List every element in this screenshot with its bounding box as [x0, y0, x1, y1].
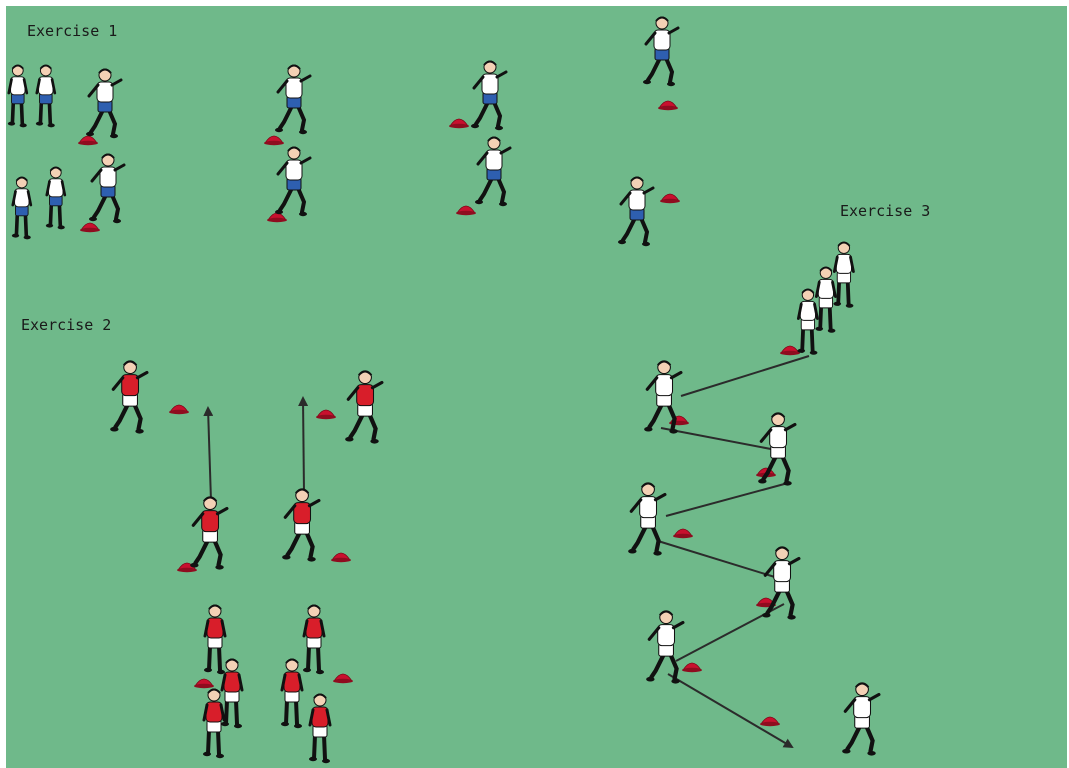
player-icon	[275, 64, 312, 135]
player-icon	[202, 688, 226, 759]
player-icon	[45, 166, 67, 230]
field-background	[6, 6, 1067, 768]
player-icon	[475, 136, 512, 207]
player-icon	[308, 693, 332, 764]
arrow-right-lane	[298, 396, 309, 494]
exercise1-label: Exercise 1	[27, 22, 118, 40]
player-icon	[86, 68, 123, 139]
player-icon	[471, 60, 508, 131]
cone-icon	[760, 716, 780, 727]
player-icon	[35, 64, 57, 128]
zigzag-segment	[665, 482, 789, 517]
cone-icon	[682, 662, 702, 673]
player-icon	[646, 610, 685, 684]
cone-icon	[78, 135, 98, 146]
player-icon	[7, 64, 29, 128]
exercise3-label: Exercise 3	[840, 202, 931, 220]
cone-icon	[267, 212, 287, 223]
player-icon	[89, 153, 126, 224]
player-icon	[628, 482, 667, 556]
cone-icon	[780, 345, 800, 356]
player-icon	[758, 412, 797, 486]
training-field	[6, 6, 1067, 768]
player-icon	[814, 266, 837, 333]
cone-icon	[660, 193, 680, 204]
player-icon	[762, 546, 801, 620]
cone-icon	[316, 409, 336, 420]
player-icon	[618, 176, 655, 247]
zigzag-final-arrow	[667, 673, 794, 749]
cone-icon	[194, 678, 214, 689]
player-icon	[345, 370, 384, 444]
cone-icon	[333, 673, 353, 684]
player-icon	[796, 288, 819, 355]
player-icon	[110, 360, 149, 434]
player-icon	[280, 658, 304, 729]
cone-icon	[456, 205, 476, 216]
cones	[78, 100, 800, 727]
player-icon	[302, 604, 326, 675]
player-icon	[190, 496, 229, 570]
player-icon	[832, 241, 855, 308]
exercise2-arrows	[203, 396, 309, 502]
player-icon	[643, 16, 680, 87]
player-icon	[644, 360, 683, 434]
player-icon	[275, 146, 312, 217]
zigzag-segment	[660, 427, 777, 451]
cone-icon	[658, 100, 678, 111]
player-icon	[842, 682, 881, 756]
cone-icon	[80, 222, 100, 233]
cone-icon	[264, 135, 284, 146]
player-icon	[11, 176, 33, 240]
cone-icon	[673, 528, 693, 539]
player-icon	[282, 488, 321, 562]
cone-icon	[756, 597, 776, 608]
cone-icon	[449, 118, 469, 129]
cone-icon	[169, 404, 189, 415]
player-icon	[220, 658, 244, 729]
player-icon	[203, 604, 227, 675]
cone-icon	[331, 552, 351, 563]
zigzag-segment	[680, 355, 810, 397]
arrow-left-lane	[203, 406, 214, 502]
players	[7, 16, 881, 764]
zigzag-segment	[657, 540, 779, 579]
exercise2-label: Exercise 2	[21, 316, 112, 334]
